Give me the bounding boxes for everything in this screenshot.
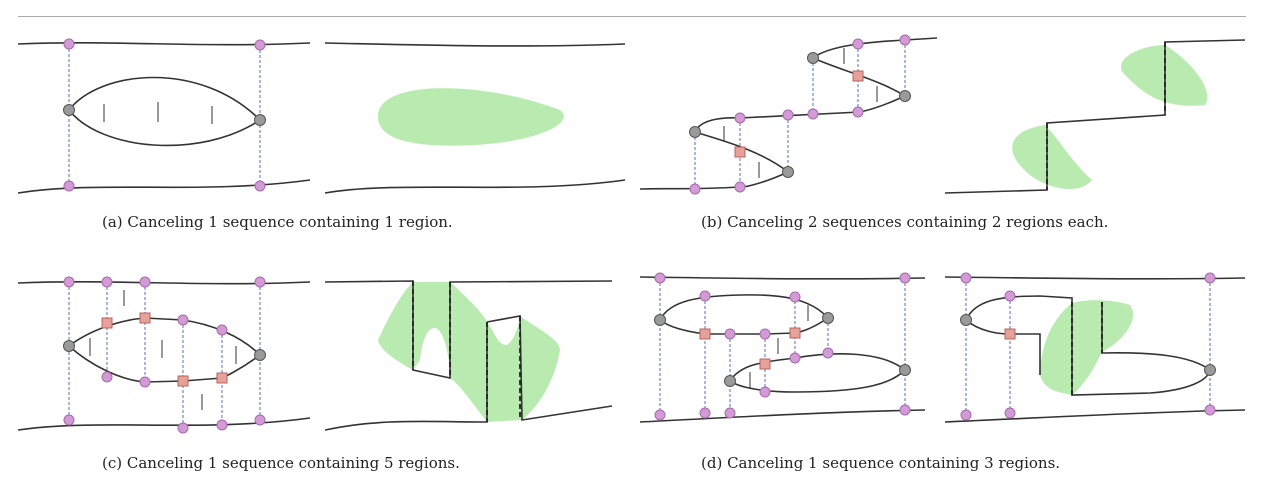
panel-d-right bbox=[944, 272, 1246, 423]
region-fill bbox=[377, 88, 564, 146]
vertex-dot bbox=[254, 39, 266, 51]
panel-a-top-curve bbox=[17, 42, 311, 46]
caption-b: (b) Canceling 2 sequences containing 2 r… bbox=[701, 213, 1109, 231]
caption-a: (a) Canceling 1 sequence containing 1 re… bbox=[102, 213, 453, 231]
panel-a-left bbox=[17, 38, 311, 194]
panel-b-right bbox=[944, 39, 1246, 194]
vertex-dot bbox=[254, 180, 266, 192]
region-fill bbox=[1012, 125, 1092, 190]
endpoint-dot bbox=[63, 104, 75, 116]
region-fill bbox=[378, 282, 560, 422]
panel-c-left bbox=[17, 276, 311, 434]
endpoint-dot bbox=[254, 114, 266, 126]
top-rule bbox=[18, 16, 1246, 17]
square-marker bbox=[734, 146, 746, 158]
region-fill bbox=[1040, 300, 1134, 395]
caption-d: (d) Canceling 1 sequence containing 3 re… bbox=[701, 454, 1061, 472]
vertex-dot bbox=[63, 180, 75, 192]
panel-c-right bbox=[324, 280, 613, 431]
panel-b-left bbox=[639, 34, 938, 195]
square-marker bbox=[852, 70, 864, 82]
panel-a-bottom-curve bbox=[17, 179, 311, 194]
caption-c: (c) Canceling 1 sequence containing 5 re… bbox=[102, 454, 460, 472]
panel-a-right bbox=[324, 42, 626, 194]
panel-d-left bbox=[639, 272, 926, 423]
vertex-dot bbox=[63, 38, 75, 50]
bigon-loop bbox=[67, 76, 262, 147]
